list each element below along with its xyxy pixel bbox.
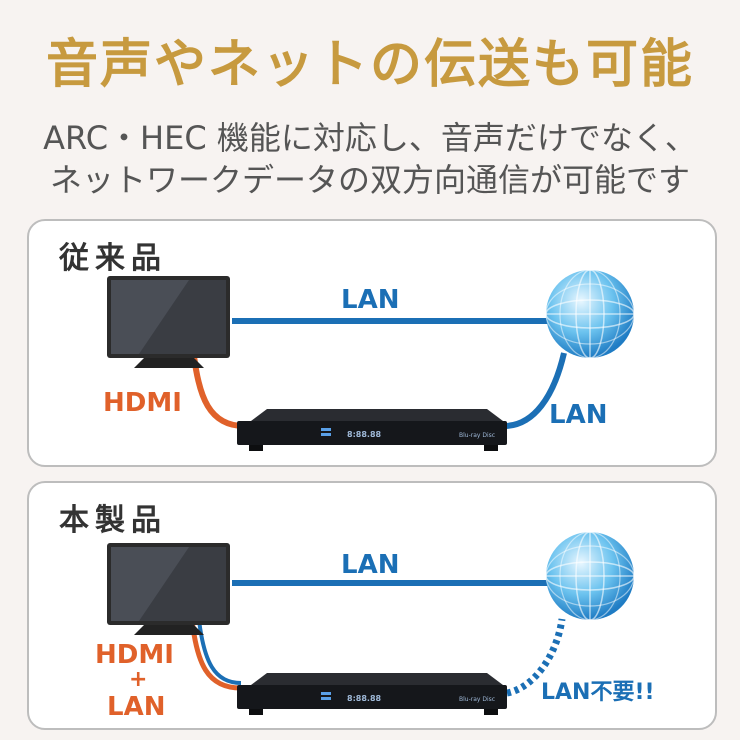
conventional-panel: 従来品 xyxy=(27,219,717,467)
player-display: 8:88.88 xyxy=(347,430,382,439)
hdmi-cable xyxy=(191,355,245,429)
lan-cable-side xyxy=(503,352,567,429)
bluray-logo: Blu-ray Disc xyxy=(459,696,495,703)
bluray-logo: Blu-ray Disc xyxy=(459,432,495,439)
this-product-diagram: 8:88.88 Blu-ray Disc LAN HDMI + LAN LAN不… xyxy=(95,531,655,722)
player-display: 8:88.88 xyxy=(347,694,382,703)
subtitle-line-1: ARC・HEC 機能に対応し、音声だけでなく、 xyxy=(43,119,697,157)
tv-icon xyxy=(107,276,230,368)
hdmi-label: HDMI xyxy=(103,388,182,418)
globe-icon xyxy=(545,531,635,621)
bluray-player-icon: 8:88.88 Blu-ray Disc xyxy=(237,673,507,715)
conventional-diagram: 8:88.88 Blu-ray Disc LAN HDMI LAN xyxy=(103,269,635,451)
lan-unneeded-dashed xyxy=(506,618,566,697)
globe-icon xyxy=(545,269,635,359)
side-lan-label: LAN xyxy=(549,400,607,430)
plus-label: + xyxy=(129,667,147,692)
top-lan-label: LAN xyxy=(341,285,399,315)
this-product-panel: 本製品 xyxy=(27,481,717,730)
conventional-title: 従来品 xyxy=(59,241,167,276)
lan-unneeded-label: LAN不要!! xyxy=(541,680,655,705)
lan-label: LAN xyxy=(107,692,165,722)
top-lan-label: LAN xyxy=(341,550,399,580)
headline: 音声やネットの伝送も可能 xyxy=(45,35,694,95)
subtitle-line-2: ネットワークデータの双方向通信が可能です xyxy=(49,161,690,199)
bluray-player-icon: 8:88.88 Blu-ray Disc xyxy=(237,409,507,451)
this-product-title: 本製品 xyxy=(59,503,167,538)
tv-icon xyxy=(107,543,230,635)
hdmi-label: HDMI xyxy=(95,640,174,670)
